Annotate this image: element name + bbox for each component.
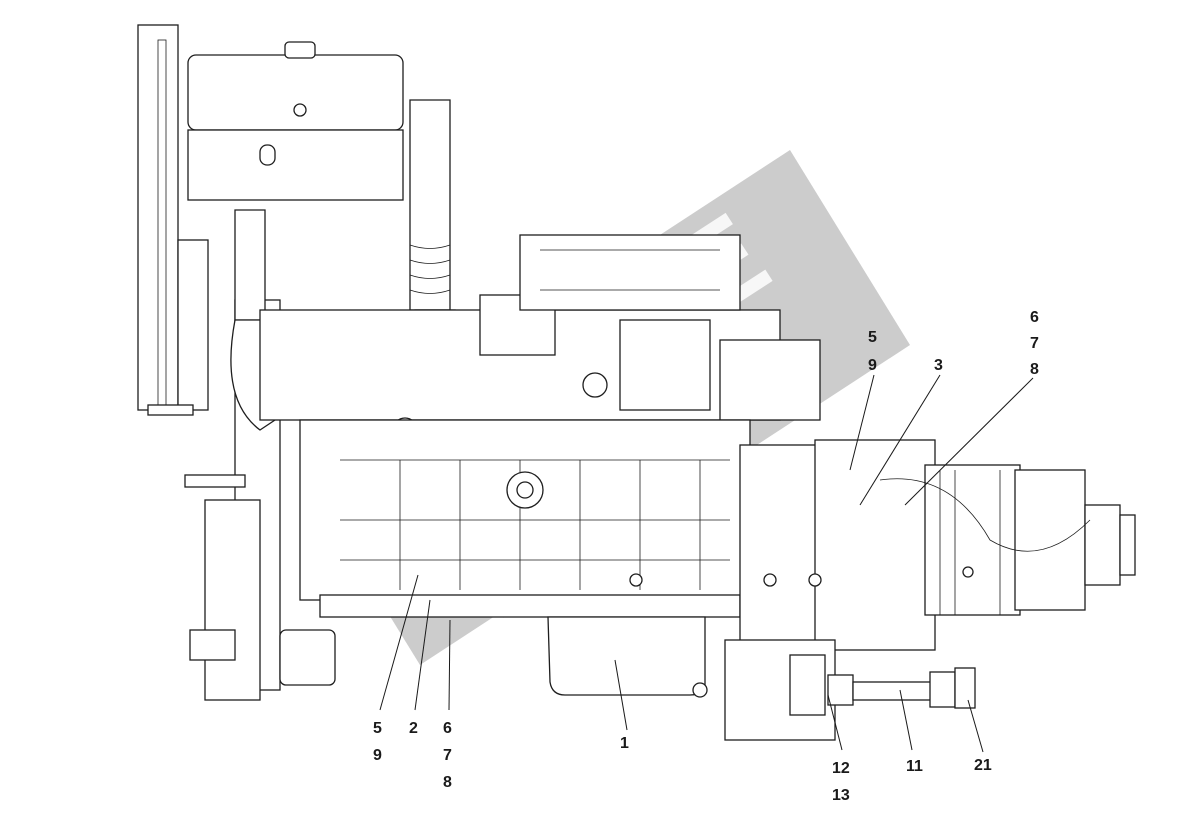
oil-sump bbox=[547, 616, 708, 698]
callout-label: 5 bbox=[868, 329, 877, 346]
callout-label: 7 bbox=[1030, 335, 1039, 352]
callout-label: 3 bbox=[934, 357, 943, 374]
callout-6-7-8-top: 6 7 8 bbox=[1030, 309, 1039, 378]
callout-5-9-top: 5 9 bbox=[868, 329, 877, 374]
callout-6-7-8-bottom: 6 7 8 bbox=[443, 720, 452, 791]
callout-label: 8 bbox=[1030, 361, 1039, 378]
propshaft bbox=[724, 639, 976, 741]
callout-3: 3 bbox=[934, 357, 943, 374]
callout-2: 2 bbox=[409, 720, 418, 737]
transmission bbox=[739, 439, 1136, 656]
callout-5-9-bottom: 5 9 bbox=[373, 720, 382, 764]
alternator-starter bbox=[184, 474, 336, 686]
callout-1: 1 bbox=[620, 735, 629, 752]
callout-label: 9 bbox=[373, 747, 382, 764]
callout-label: 2 bbox=[409, 720, 418, 737]
callout-label: 5 bbox=[373, 720, 382, 737]
callout-label: 8 bbox=[443, 774, 452, 791]
callout-label: 1 bbox=[620, 735, 629, 752]
callout-label: 11 bbox=[906, 758, 923, 775]
callout-11: 11 bbox=[906, 758, 923, 775]
callout-label: 12 bbox=[832, 760, 850, 777]
leader-lines bbox=[379, 374, 1034, 753]
callout-label: 7 bbox=[443, 747, 452, 764]
callout-label: 13 bbox=[832, 787, 850, 804]
engine-upper bbox=[259, 234, 821, 478]
callout-21: 21 bbox=[974, 757, 992, 774]
callout-label: 6 bbox=[443, 720, 452, 737]
callout-label: 9 bbox=[868, 357, 877, 374]
expansion-tank bbox=[187, 41, 404, 201]
engine-block bbox=[299, 419, 751, 618]
callout-12-13: 12 13 bbox=[832, 760, 850, 804]
callout-label: 6 bbox=[1030, 309, 1039, 326]
callout-label: 21 bbox=[974, 757, 992, 774]
